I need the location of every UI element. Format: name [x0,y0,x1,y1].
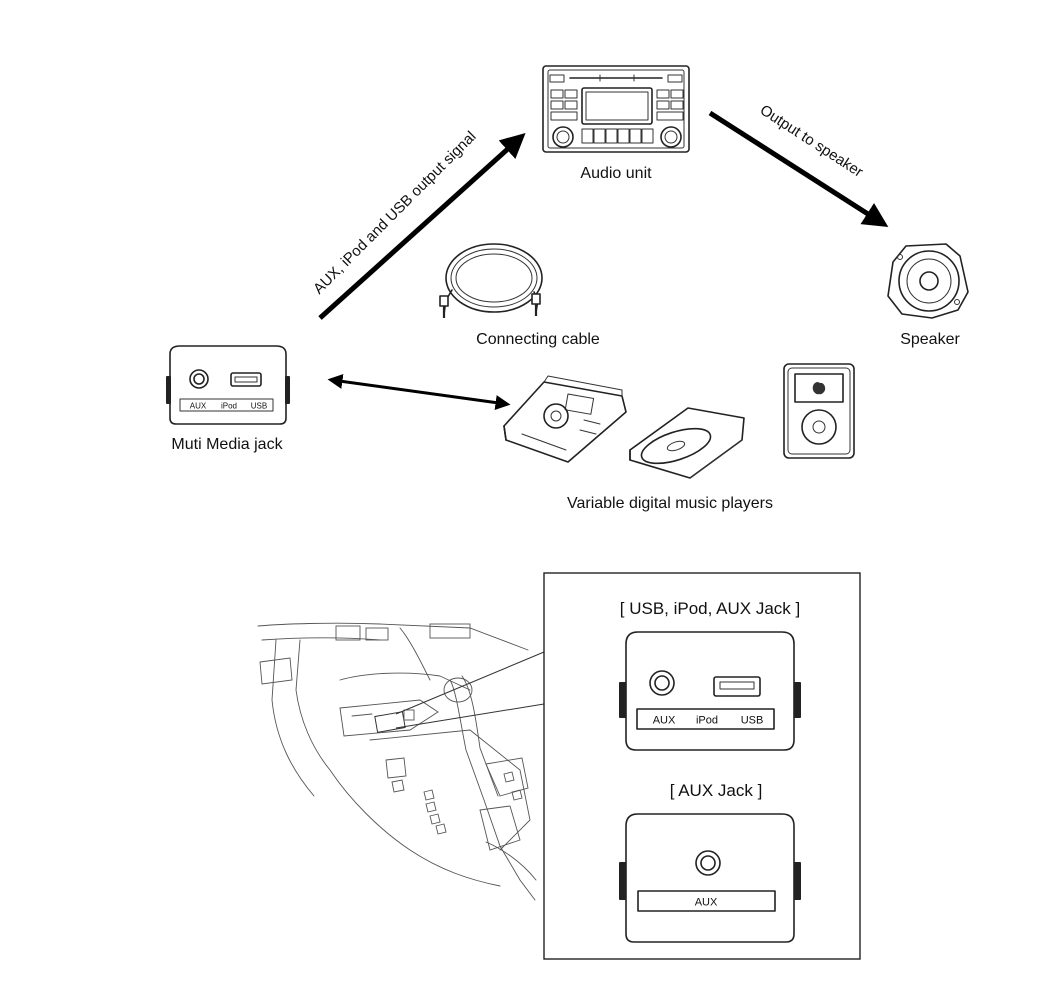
detail-port-ipod: iPod [696,715,718,727]
cd-player-icon [629,407,745,479]
jack-port-ipod: iPod [221,402,237,411]
jack-port-usb: USB [251,402,267,411]
cable-icon [439,243,543,318]
audio-unit-label: Audio unit [580,165,652,182]
speaker-label: Speaker [900,331,960,348]
aux-jack-port: AUX [695,897,718,909]
usb-ipod-aux-jack-icon [619,631,801,751]
detail-frame [543,572,861,960]
input-signal-label: AUX, iPod and USB output signal [310,128,479,297]
music-players-label: Variable digital music players [567,495,773,512]
cable-label: Connecting cable [476,331,600,348]
audio-unit-icon [542,65,690,153]
output-arrow [708,110,889,228]
bidirectional-arrow [327,374,511,410]
input-signal-arrow [318,132,526,320]
usb-jack-title: [ USB, iPod, AUX Jack ] [620,599,800,618]
callout-line-top [395,651,545,715]
ipod-icon [783,363,855,459]
output-label: Output to speaker [757,102,866,181]
detail-port-usb: USB [741,715,764,727]
car-console-illustration [257,622,537,901]
callout-line-bottom [395,703,545,729]
speaker-icon [887,243,969,319]
multimedia-jack-icon [166,345,290,425]
mp3-player-icon [503,375,627,463]
jack-port-aux: AUX [190,402,207,411]
aux-jack-icon [619,813,801,943]
detail-port-aux: AUX [653,715,676,727]
aux-jack-title: [ AUX Jack ] [670,781,763,800]
multimedia-jack-label: Muti Media jack [171,436,283,453]
